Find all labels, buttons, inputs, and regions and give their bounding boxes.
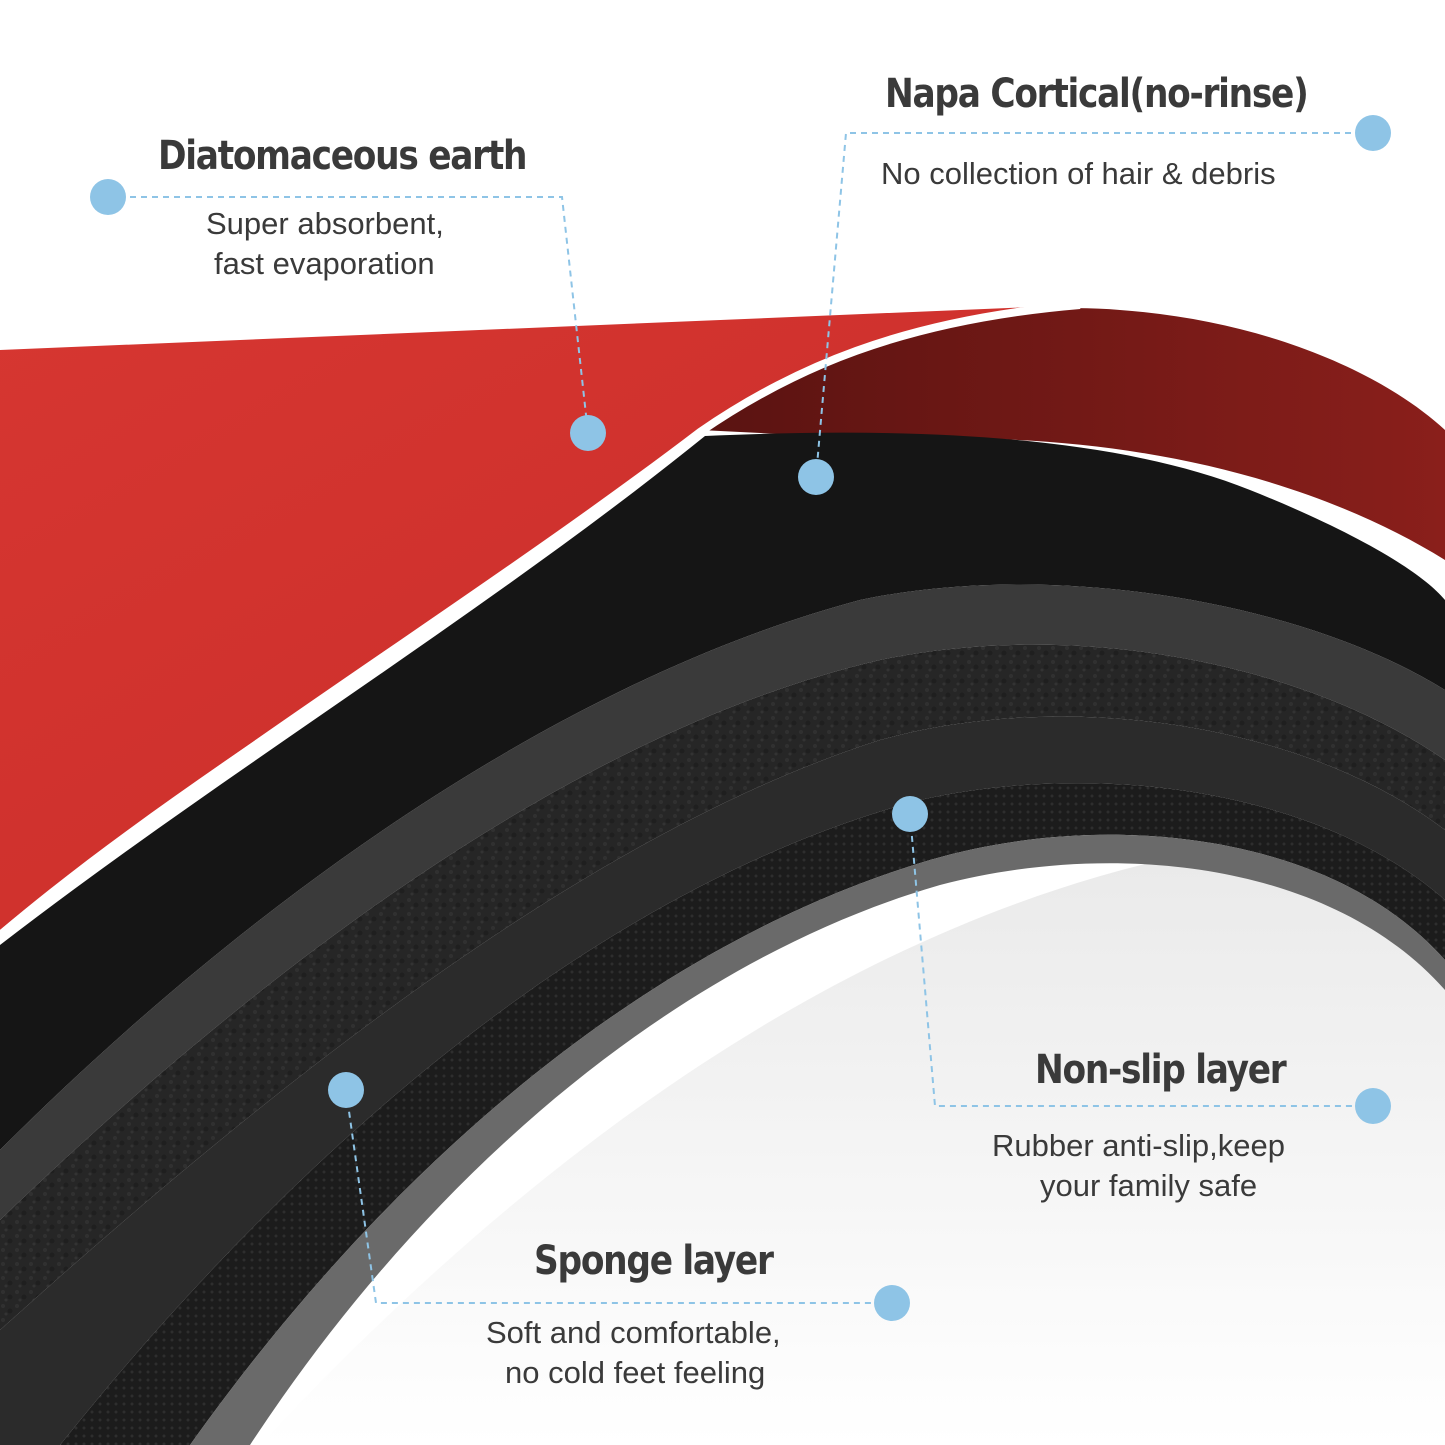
sponge-layer-shape [0, 644, 1445, 1330]
leader-lines [108, 132, 1373, 1304]
nonslip-layer-shape [60, 783, 1445, 1445]
floor-shadow [260, 829, 1445, 1445]
nonslip-edge [190, 834, 1445, 1445]
leader-line-diatomaceous [108, 196, 589, 434]
dot-sponge-start [328, 1072, 364, 1108]
callout-desc-sponge-line1: Soft and comfortable, [486, 1315, 781, 1350]
marker-dots [90, 115, 1391, 1321]
callout-desc-nonslip-line1: Rubber anti-slip,keep [992, 1128, 1285, 1163]
sponge-face [0, 716, 1445, 1445]
dot-diatomaceous-end [570, 415, 606, 451]
red-top-surface [0, 305, 1080, 930]
callout-desc-diatomaceous-line1: Super absorbent, [206, 206, 444, 241]
callout-desc-sponge-line2: no cold feet feeling [505, 1355, 766, 1390]
callout-desc-napa-line1: No collection of hair & debris [881, 156, 1276, 191]
callout-desc-nonslip-line2: your family safe [1040, 1168, 1258, 1203]
callout-title-napa: Napa Cortical(no-rinse) [885, 71, 1309, 117]
white-edge [0, 301, 1081, 939]
leader-line-sponge [345, 1089, 892, 1304]
dot-diatomaceous-start [90, 179, 126, 215]
red-underside [700, 308, 1445, 560]
napa-edge [0, 584, 1445, 1220]
napa-layer [0, 432, 1445, 1150]
dot-sponge-end [874, 1285, 910, 1321]
dot-nonslip-start [892, 796, 928, 832]
dot-nonslip-end [1355, 1088, 1391, 1124]
callout-title-sponge: Sponge layer [534, 1238, 774, 1284]
callout-title-diatomaceous: Diatomaceous earth [158, 133, 528, 179]
leader-line-nonslip [909, 813, 1373, 1107]
dot-napa-end [798, 459, 834, 495]
callout-title-nonslip: Non-slip layer [1035, 1047, 1287, 1093]
callout-desc-diatomaceous-line2: fast evaporation [214, 246, 435, 281]
dot-napa-start [1355, 115, 1391, 151]
